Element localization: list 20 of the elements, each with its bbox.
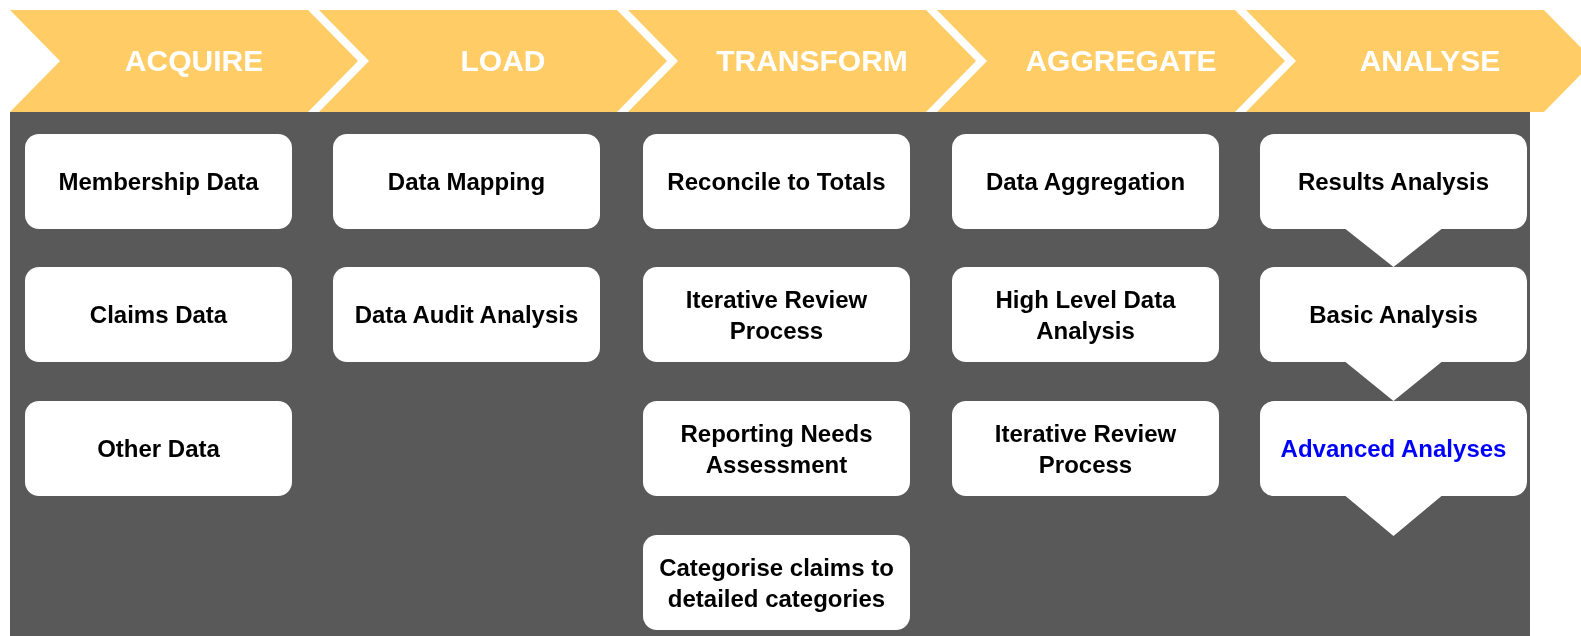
process-box: Iterative Review Process	[952, 401, 1219, 496]
process-box: Data Mapping	[333, 134, 600, 229]
chevron-step: ANALYSE	[1246, 10, 1581, 112]
process-box: Reconcile to Totals	[643, 134, 910, 229]
process-box: Data Audit Analysis	[333, 267, 600, 362]
callout-pointer	[1345, 362, 1442, 401]
process-box: Membership Data	[25, 134, 292, 229]
callout-pointer	[1345, 496, 1442, 536]
chevron-step: LOAD	[319, 10, 667, 112]
process-box: Claims Data	[25, 267, 292, 362]
process-box: Other Data	[25, 401, 292, 496]
process-box: Reporting Needs Assessment	[643, 401, 910, 496]
chevron-step: AGGREGATE	[937, 10, 1285, 112]
process-box: Data Aggregation	[952, 134, 1219, 229]
process-box: Iterative Review Process	[643, 267, 910, 362]
process-box: Categorise claims to detailed categories	[643, 535, 910, 630]
chevron-step: TRANSFORM	[628, 10, 976, 112]
chevron-step: ACQUIRE	[10, 10, 358, 112]
process-box: High Level Data Analysis	[952, 267, 1219, 362]
callout-pointer	[1345, 229, 1442, 267]
